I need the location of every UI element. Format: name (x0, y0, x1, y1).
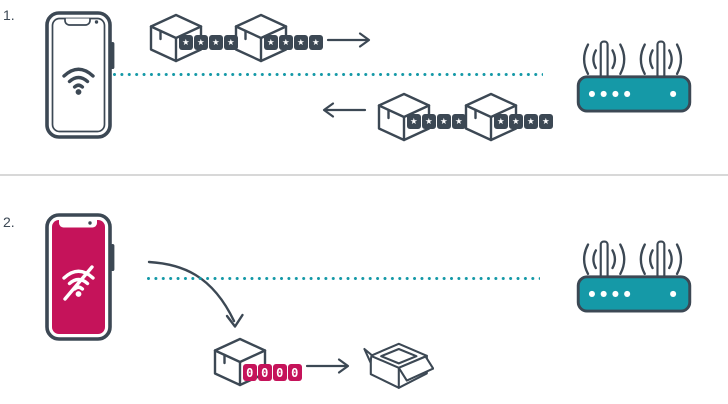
wireless-channel-dotted-line (147, 277, 540, 280)
signal-waves-icon (582, 243, 683, 276)
wifi-icon (62, 67, 95, 89)
combination-lock: ★ ★ ★ ★ (264, 35, 323, 50)
signal-waves-icon (582, 43, 683, 76)
lock-digit: 0 (258, 364, 272, 381)
lock-digit: 0 (243, 364, 257, 381)
lock-digit: ★ (539, 114, 553, 129)
lock-digit: ★ (437, 114, 451, 129)
lock-digit: ★ (279, 35, 293, 50)
combination-lock: ★ ★ ★ ★ (407, 114, 466, 129)
lock-digit: ★ (179, 35, 193, 50)
lock-digit: ★ (494, 114, 508, 129)
encrypted-packet: ★ ★ ★ ★ (148, 13, 241, 65)
wireless-router-icon (576, 240, 692, 313)
lock-digit: ★ (422, 114, 436, 129)
lock-digit: ★ (452, 114, 466, 129)
lock-digit: ★ (407, 114, 421, 129)
arrow-right-icon (326, 32, 371, 48)
lock-digit: ★ (209, 35, 223, 50)
combination-lock-reset: 0 0 0 0 (243, 364, 302, 381)
lock-digit: ★ (509, 114, 523, 129)
lock-digit: ★ (264, 35, 278, 50)
lock-digit: ★ (224, 35, 238, 50)
combination-lock: ★ ★ ★ ★ (494, 114, 553, 129)
lock-digit: ★ (194, 35, 208, 50)
wireless-channel-dotted-line (113, 73, 543, 76)
section-divider (0, 174, 728, 176)
encrypted-packet: ★ ★ ★ ★ (233, 13, 326, 65)
step-2-label: 2. (3, 214, 15, 230)
open-box-icon (363, 342, 434, 389)
locked-parcel-icon (213, 337, 267, 387)
lock-digit: 0 (273, 364, 287, 381)
lock-digit: 0 (288, 364, 302, 381)
step-1-label: 1. (3, 7, 15, 23)
smartphone-wifi-icon (45, 11, 115, 139)
smartphone-wifi-off-icon (45, 213, 115, 341)
wifi-off-icon (62, 265, 95, 301)
lock-digit: ★ (524, 114, 538, 129)
wireless-router-icon (576, 40, 692, 113)
combination-lock: ★ ★ ★ ★ (179, 35, 238, 50)
arrow-left-icon (322, 102, 367, 118)
lock-digit: ★ (309, 35, 323, 50)
encrypted-packet: ★ ★ ★ ★ (463, 92, 556, 144)
encrypted-packet: ★ ★ ★ ★ (376, 92, 469, 144)
lock-digit: ★ (294, 35, 308, 50)
arrow-right-icon (305, 358, 350, 374)
reset-key-packet: 0 0 0 0 (212, 337, 305, 389)
curved-drop-arrow-icon (147, 260, 244, 328)
